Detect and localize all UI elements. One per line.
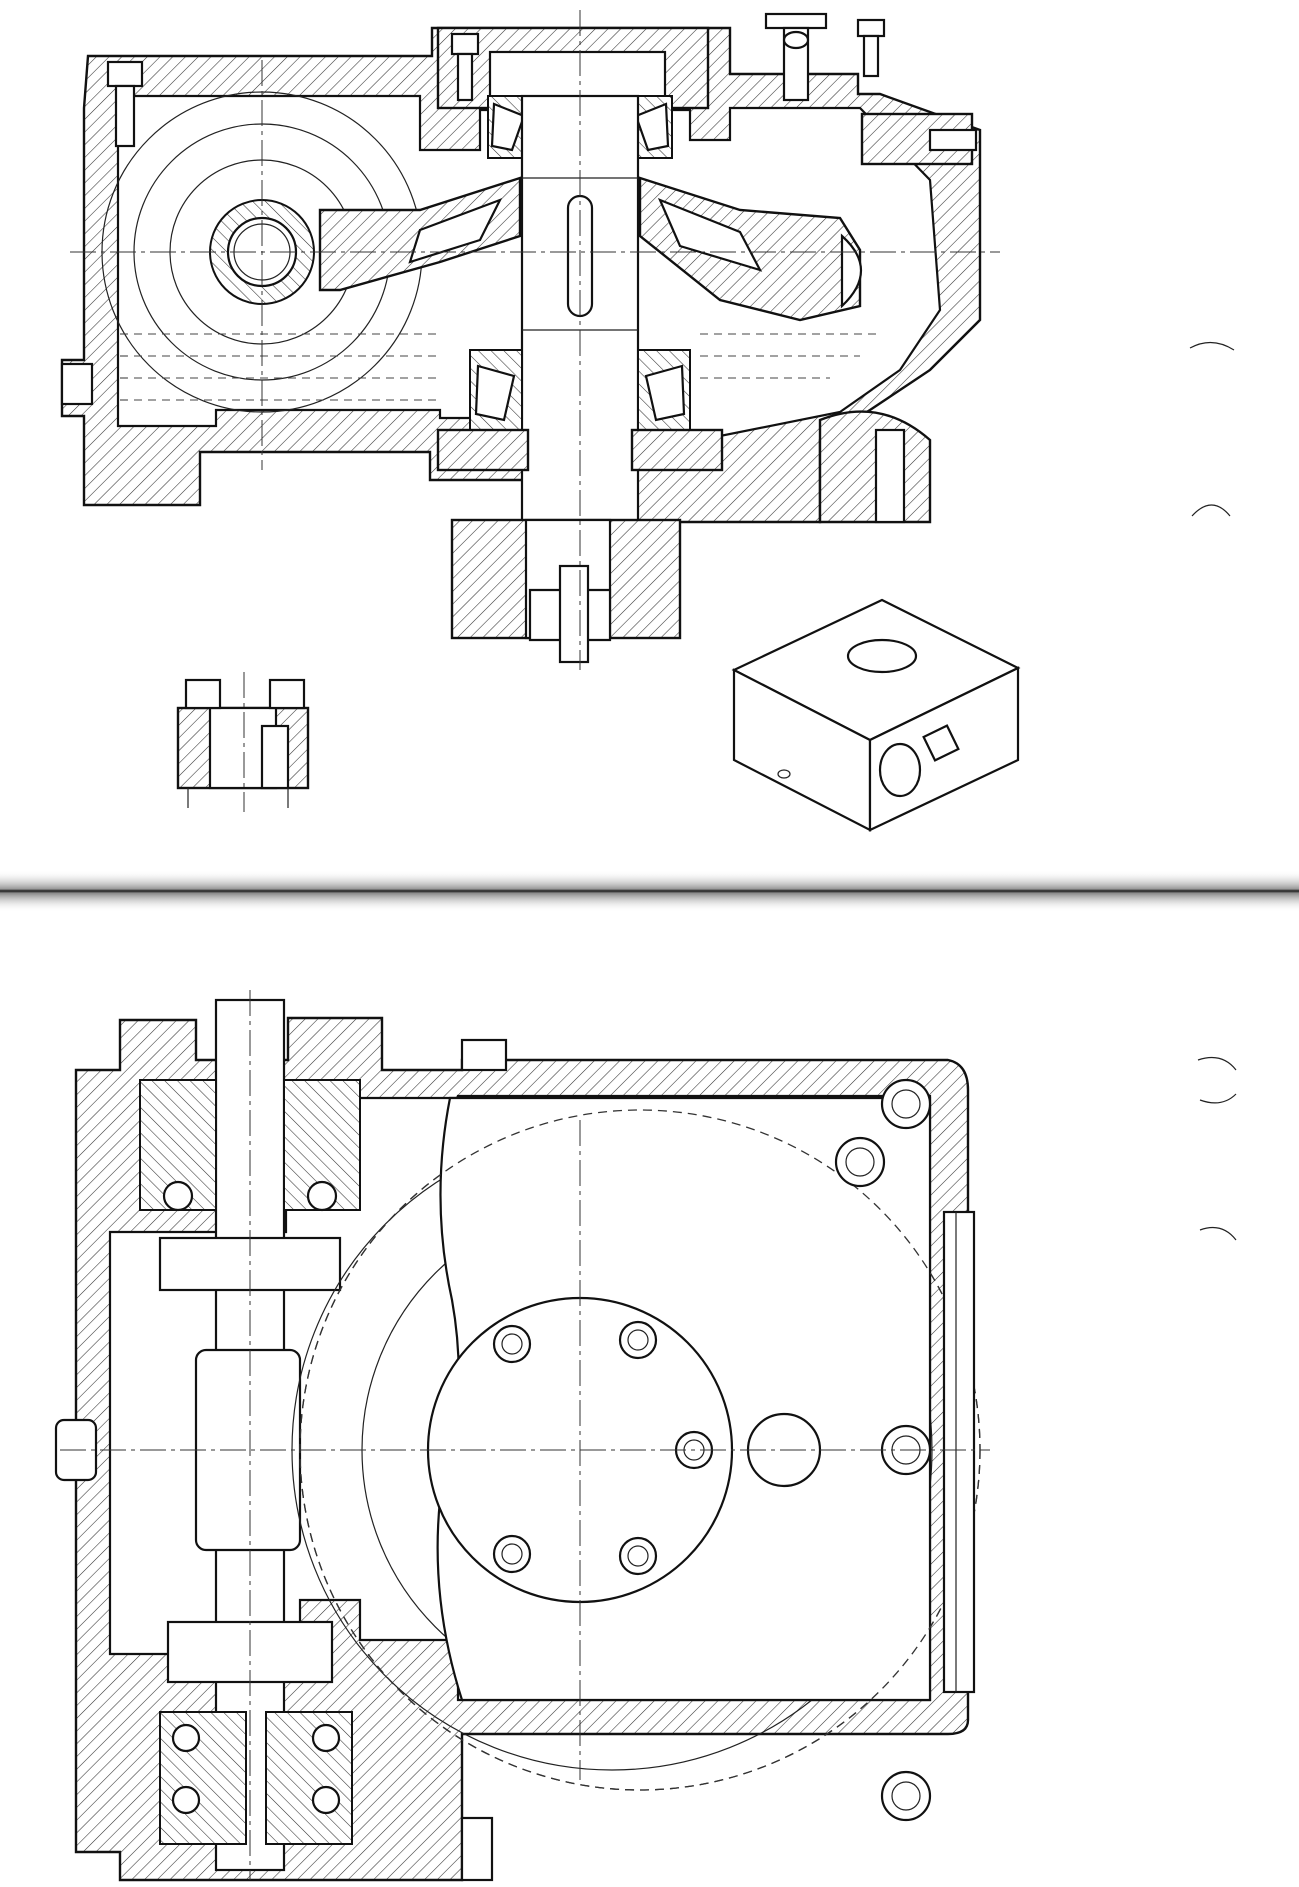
housing-isometric-view	[731, 598, 1021, 832]
detail-lug-left	[184, 678, 222, 710]
plan-ball-5	[311, 1723, 341, 1753]
upper-bearing	[487, 95, 673, 159]
plan-side-rail	[942, 1210, 976, 1694]
oil-filler-plug	[856, 18, 886, 78]
detail-coupling-section	[176, 672, 310, 812]
plan-bottom-lug	[460, 1816, 494, 1882]
breather-cap	[764, 12, 828, 102]
front-section-view	[60, 10, 1000, 670]
plan-bearing-bottom-right	[265, 1711, 353, 1845]
plan-ball-1	[162, 1180, 194, 1212]
end-cover-screw	[928, 128, 978, 152]
top-cover-recess	[488, 50, 667, 102]
plan-ball-2	[306, 1180, 338, 1212]
book-fold-shadow	[0, 870, 1299, 912]
iso-top-boss	[846, 638, 918, 674]
iso-front-hole	[777, 769, 791, 779]
plan-bearing-bottom-left	[159, 1711, 247, 1845]
plan-corner-bolts	[834, 1078, 932, 1822]
plan-ball-3	[171, 1723, 201, 1753]
bottom-boss-bolt	[874, 428, 906, 524]
coupling-set-screw	[558, 564, 590, 664]
iso-square-plug	[922, 724, 960, 762]
plan-ball-4	[171, 1785, 201, 1815]
web-window-left	[408, 197, 503, 264]
cover-screws	[106, 32, 480, 148]
detail-pin	[260, 724, 290, 790]
drain-plug	[60, 362, 94, 406]
wheel-rim-slot	[840, 233, 863, 309]
binder-marks	[1189, 341, 1237, 1241]
detail-lug-right	[268, 678, 306, 710]
iso-side-bore	[878, 742, 922, 798]
plan-top-lug	[460, 1038, 508, 1072]
plan-view	[54, 990, 990, 1882]
lower-bearing	[436, 349, 724, 472]
oil-level-lines	[120, 333, 880, 401]
plan-ball-6	[311, 1785, 341, 1815]
